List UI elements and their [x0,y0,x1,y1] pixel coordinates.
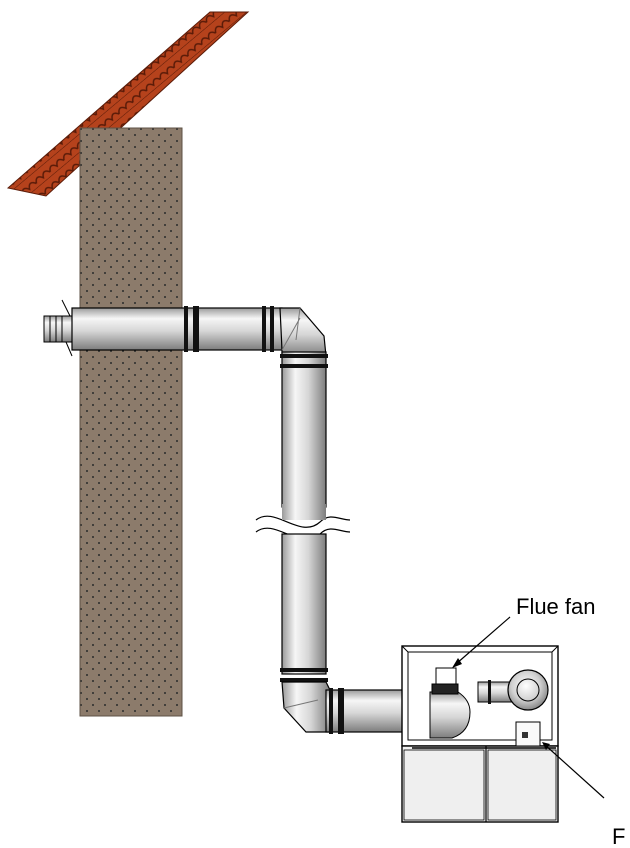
flue-fan-annotation: Flue fan [452,594,596,668]
flue-fan-label: Flue fan [516,594,596,619]
horizontal-flue-pipe [71,306,283,352]
lower-elbow [281,681,331,733]
wall [79,127,183,717]
partial-label-annotation: F [542,742,625,848]
vertical-flue-pipe-lower [280,533,328,682]
partial-label: F [612,824,625,848]
boiler-unit [401,645,559,823]
wall-terminal [43,299,75,357]
vertical-flue-pipe-upper [280,351,328,508]
upper-elbow [279,307,327,357]
roof [6,11,250,197]
